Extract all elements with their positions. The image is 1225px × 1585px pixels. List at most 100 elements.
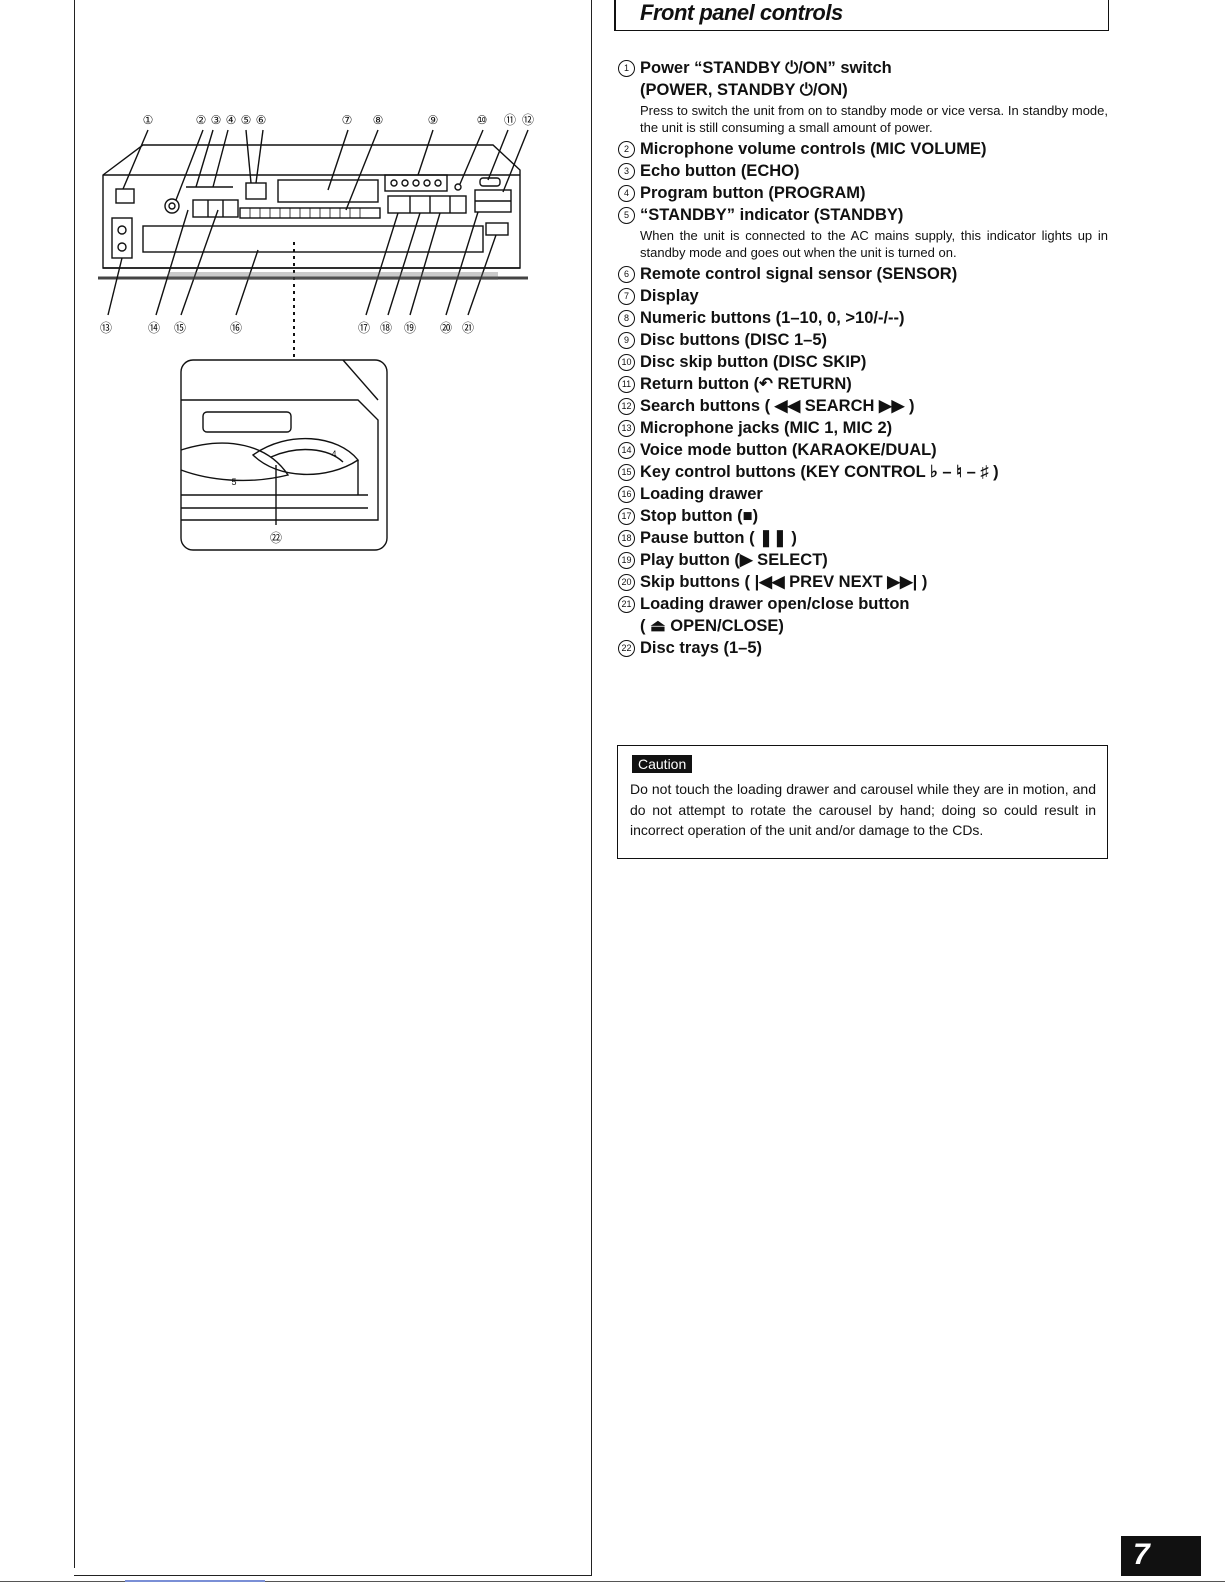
item-label: Play button (▶ SELECT) — [640, 551, 828, 569]
callout-8: ⑧ — [373, 113, 384, 127]
callout-12: ⑫ — [522, 113, 534, 127]
item-label: Search buttons ( ◀◀ SEARCH ▶▶ ) — [640, 397, 915, 415]
item-number-badge: 15 — [618, 464, 635, 481]
item-label: Skip buttons ( |◀◀ PREV NEXT ▶▶| ) — [640, 573, 928, 591]
item-label: Return button (↶ RETURN) — [640, 375, 852, 393]
item-number-badge: 2 — [618, 141, 635, 158]
control-item: 7 Display — [618, 285, 1108, 307]
item-label: Display — [640, 287, 699, 305]
control-item: 17 Stop button (■) — [618, 505, 1108, 527]
callout-19: ⑲ — [404, 321, 416, 335]
control-item: 16 Loading drawer — [618, 483, 1108, 505]
column-divider-rule — [591, 0, 592, 1576]
item-label: Microphone jacks (MIC 1, MIC 2) — [640, 419, 893, 437]
section-title: Front panel controls — [640, 0, 843, 25]
callout-21: ㉑ — [462, 321, 474, 335]
callout-14: ⑭ — [148, 321, 160, 335]
item-label: Disc trays (1–5) — [640, 639, 762, 657]
item-number-badge: 19 — [618, 552, 635, 569]
callout-4: ④ — [226, 113, 237, 127]
caution-label: Caution — [632, 755, 693, 773]
disc-tray-number-4: 4 — [331, 449, 336, 459]
callout-2: ② — [196, 113, 207, 127]
item-number-badge: 18 — [618, 530, 635, 547]
item-label: Program button (PROGRAM) — [640, 184, 866, 202]
item-description: Press to switch the unit from on to stan… — [640, 103, 1108, 135]
item-label: Disc skip button (DISC SKIP) — [640, 353, 867, 371]
front-panel-diagram: ① ② ③ ④ ⑤ ⑥ ⑦ ⑧ ⑨ ⑩ ⑪ ⑫ ⑬ ⑭ ⑮ ⑯ ⑰ ⑱ ⑲ ⑳ … — [98, 113, 534, 551]
callout-17: ⑰ — [358, 321, 370, 335]
item-number-badge: 11 — [618, 376, 635, 393]
callout-11: ⑪ — [504, 113, 516, 127]
item-number-badge: 20 — [618, 574, 635, 591]
item-number-badge: 12 — [618, 398, 635, 415]
item-number-badge: 13 — [618, 420, 635, 437]
control-item: 9 Disc buttons (DISC 1–5) — [618, 329, 1108, 351]
item-label: Loading drawer — [640, 485, 763, 503]
bottom-rule — [74, 1575, 592, 1576]
control-item: 15 Key control buttons (KEY CONTROL ♭ – ♮… — [618, 461, 1108, 483]
control-item: 5 “STANDBY” indicator (STANDBY) When the u… — [618, 204, 1108, 261]
callout-1: ① — [143, 113, 154, 127]
callout-numbers: ① ② ③ ④ ⑤ ⑥ ⑦ ⑧ ⑨ ⑩ ⑪ ⑫ ⑬ ⑭ ⑮ ⑯ ⑰ ⑱ ⑲ ⑳ … — [100, 113, 534, 545]
control-item: 13 Microphone jacks (MIC 1, MIC 2) — [618, 417, 1108, 439]
callout-6: ⑥ — [256, 113, 267, 127]
callout-7: ⑦ — [342, 113, 353, 127]
caution-box: Caution Do not touch the loading drawer … — [617, 745, 1108, 859]
control-item: 19 Play button (▶ SELECT) — [618, 549, 1108, 571]
item-number-badge: 10 — [618, 354, 635, 371]
page-foot-rule — [0, 1581, 1225, 1582]
item-description: When the unit is connected to the AC mai… — [640, 228, 1108, 260]
item-number-badge: 9 — [618, 332, 635, 349]
disc-tray-number-5: 5 — [231, 477, 236, 487]
item-label: Pause button ( ❚❚ ) — [640, 529, 797, 547]
page-foot-accent — [125, 1580, 265, 1582]
item-number-badge: 17 — [618, 508, 635, 525]
item-label: Disc buttons (DISC 1–5) — [640, 331, 828, 349]
control-item: 3 Echo button (ECHO) — [618, 160, 1108, 182]
item-label: Key control buttons (KEY CONTROL ♭ – ♮ –… — [640, 463, 999, 481]
control-item: 12 Search buttons ( ◀◀ SEARCH ▶▶ ) — [618, 395, 1108, 417]
item-number-badge: 21 — [618, 596, 635, 613]
control-item: 4 Program button (PROGRAM) — [618, 182, 1108, 204]
callout-3: ③ — [211, 113, 222, 127]
item-label: Numeric buttons (1–10, 0, >10/-/--) — [640, 309, 905, 327]
page-number: 7 — [1133, 1538, 1150, 1571]
item-number-badge: 16 — [618, 486, 635, 503]
control-item: 10 Disc skip button (DISC SKIP) — [618, 351, 1108, 373]
callout-22: ㉒ — [270, 531, 282, 545]
item-label: Voice mode button (KARAOKE/DUAL) — [640, 441, 937, 459]
callout-10: ⑩ — [477, 113, 488, 127]
item-number-badge: 5 — [618, 207, 635, 224]
page-number-box: 7 — [1121, 1536, 1201, 1576]
caution-text: Do not touch the loading drawer and caro… — [630, 781, 1096, 838]
item-number-badge: 22 — [618, 640, 635, 657]
item-label: “STANDBY” indicator (STANDBY) — [640, 206, 904, 224]
item-number-badge: 8 — [618, 310, 635, 327]
control-item: 8 Numeric buttons (1–10, 0, >10/-/--) — [618, 307, 1108, 329]
control-item: 11 Return button (↶ RETURN) — [618, 373, 1108, 395]
item-label: Remote control signal sensor (SENSOR) — [640, 265, 958, 283]
callout-9: ⑨ — [428, 113, 439, 127]
item-number-badge: 4 — [618, 185, 635, 202]
item-label: Loading drawer open/close button — [640, 595, 910, 613]
control-item: 18 Pause button ( ❚❚ ) — [618, 527, 1108, 549]
control-item: 22 Disc trays (1–5) — [618, 637, 1108, 659]
callout-15: ⑮ — [174, 321, 186, 335]
left-margin-rule — [74, 0, 75, 1568]
item-number-badge: 3 — [618, 163, 635, 180]
callout-18: ⑱ — [380, 321, 392, 335]
callout-5: ⑤ — [241, 113, 252, 127]
item-label: Echo button (ECHO) — [640, 162, 800, 180]
item-sublabel: (POWER, STANDBY ⏻/ON) — [640, 81, 848, 99]
control-item: 20 Skip buttons ( |◀◀ PREV NEXT ▶▶| ) — [618, 571, 1108, 593]
item-label: Stop button (■) — [640, 507, 759, 525]
callout-20: ⑳ — [440, 321, 452, 335]
item-number-badge: 7 — [618, 288, 635, 305]
